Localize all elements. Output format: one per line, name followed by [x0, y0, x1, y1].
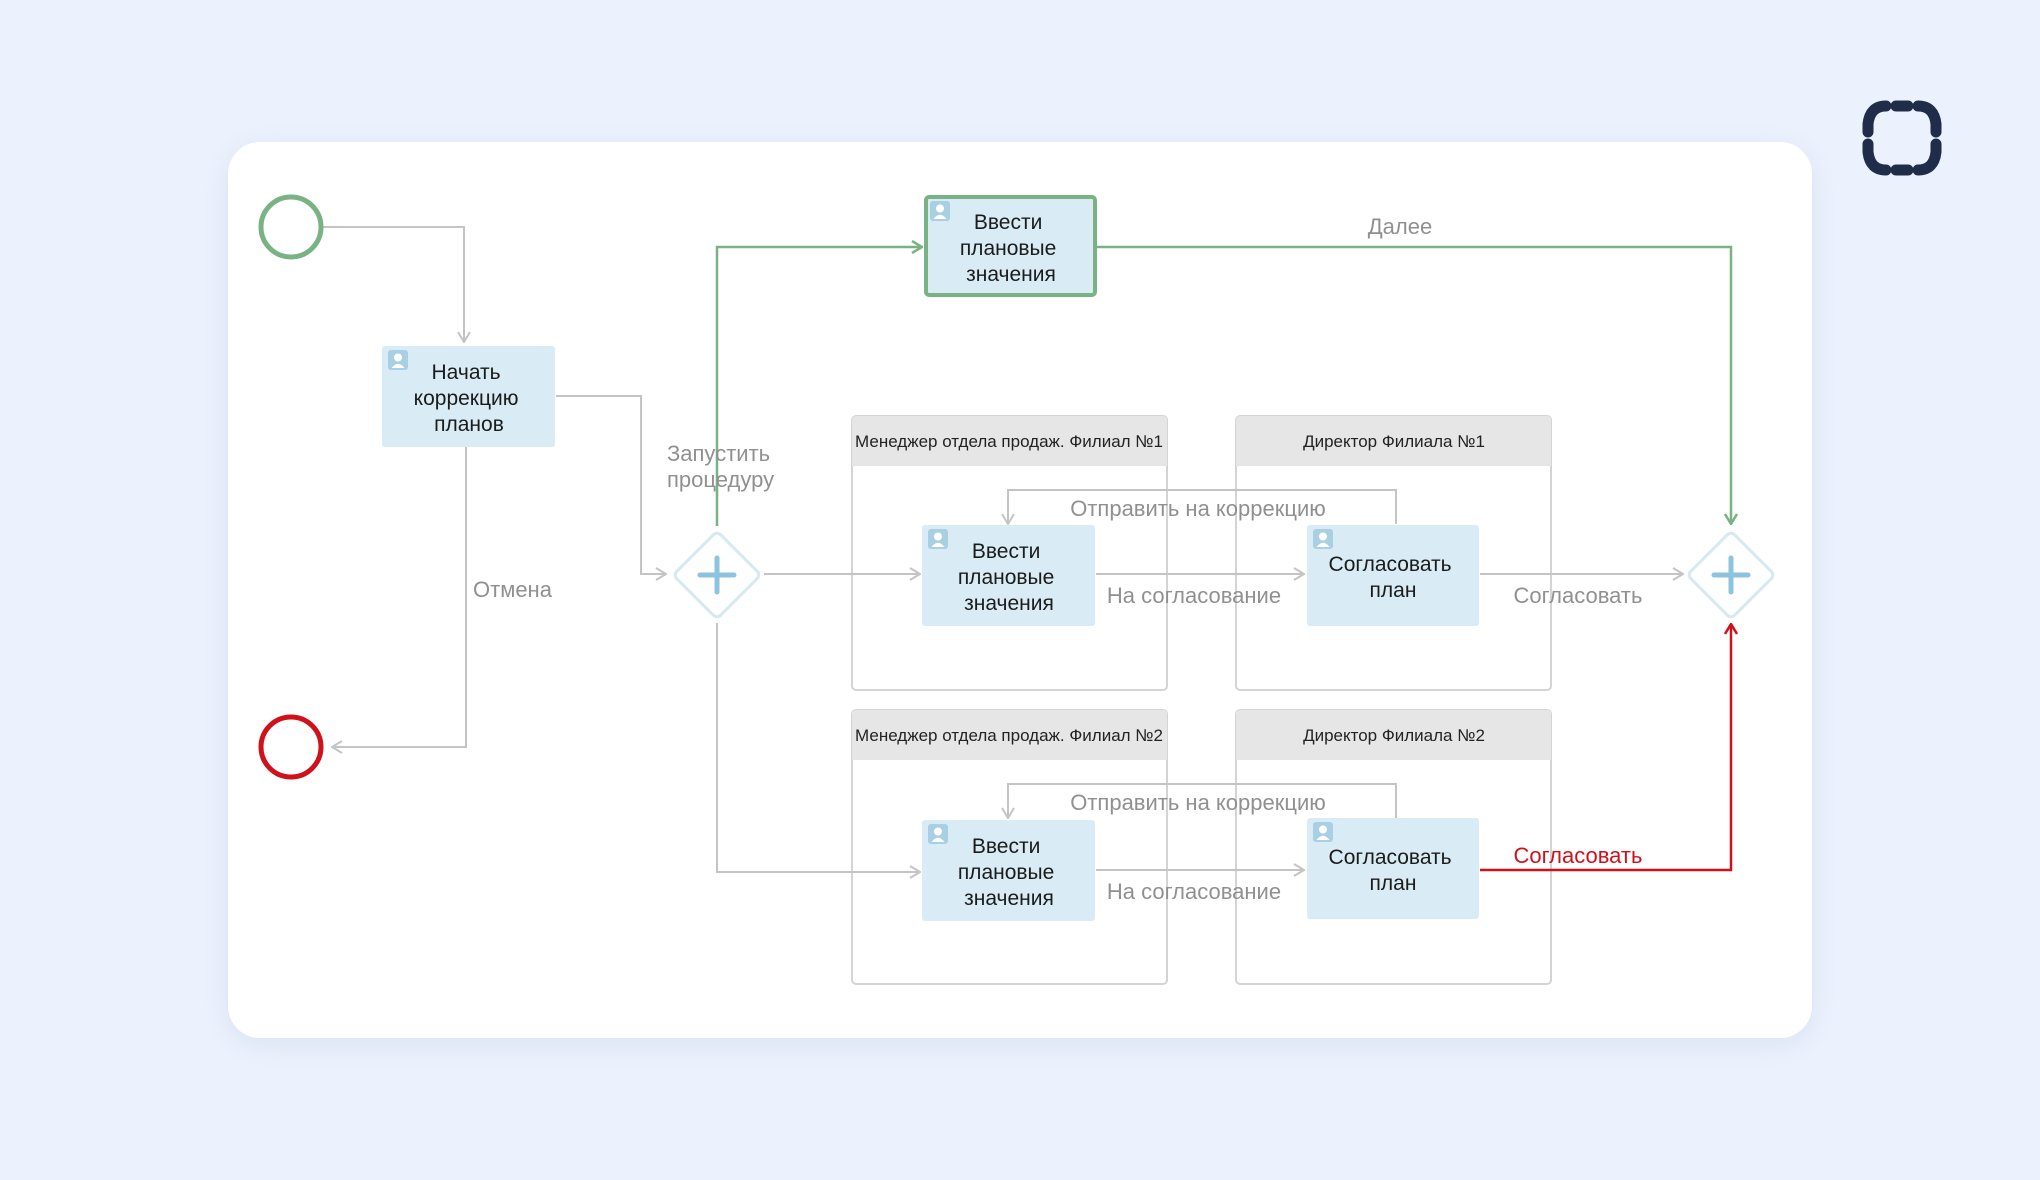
parallel-gateway-join[interactable]	[1687, 531, 1775, 619]
flow-label-send-back-2: Отправить на коррекцию	[1070, 790, 1326, 815]
lane-title: Директор Филиала №1	[1303, 432, 1485, 451]
flow-label-cancel: Отмена	[473, 577, 553, 602]
user-task-icon	[388, 350, 408, 370]
task-start-correction[interactable]: Начать коррекцию планов	[382, 346, 555, 447]
start-event[interactable]	[258, 194, 324, 260]
lane-title: Менеджер отдела продаж. Филиал №2	[855, 726, 1163, 745]
task-label: Начать коррекцию планов	[414, 361, 525, 436]
flow-approve-2[interactable]	[1480, 624, 1731, 872]
flow-start-to-task[interactable]	[322, 226, 464, 342]
task-label: Согласовать план	[1329, 846, 1458, 895]
user-task-icon	[1313, 529, 1333, 549]
end-event[interactable]	[258, 714, 324, 780]
task-enter-plan-branch2[interactable]: Ввести плановые значения	[922, 820, 1095, 921]
user-task-icon	[1313, 822, 1333, 842]
task-label: Согласовать план	[1329, 553, 1458, 602]
flow-cancel[interactable]	[332, 447, 467, 747]
user-task-icon	[928, 529, 948, 549]
parallel-gateway-split[interactable]	[673, 531, 761, 619]
flow-label-approve-2: Согласовать	[1514, 843, 1643, 868]
flow-label-to-approval-1: На согласование	[1107, 583, 1281, 608]
task-approve-branch1[interactable]: Согласовать план	[1307, 525, 1479, 626]
flow-label-to-approval-2: На согласование	[1107, 879, 1281, 904]
user-task-icon	[928, 824, 948, 844]
lane-title: Директор Филиала №2	[1303, 726, 1485, 745]
task-label: Ввести плановые значения	[960, 211, 1062, 286]
user-task-icon	[930, 201, 950, 221]
task-approve-branch2[interactable]: Согласовать план	[1307, 818, 1479, 919]
flow-gateway-to-branch2[interactable]	[716, 623, 920, 872]
task-label: Ввести плановые значения	[958, 540, 1060, 615]
task-label: Ввести плановые значения	[958, 835, 1060, 910]
flow-send-back-2[interactable]	[1008, 783, 1397, 818]
flow-label-send-back-1: Отправить на коррекцию	[1070, 496, 1326, 521]
task-enter-plan-top[interactable]: Ввести плановые значения	[924, 195, 1097, 297]
lane-title: Менеджер отдела продаж. Филиал №1	[855, 432, 1163, 451]
brand-logo-icon	[1862, 100, 1942, 176]
flow-label-approve-1: Согласовать	[1514, 583, 1643, 608]
flow-gateway-to-top-task[interactable]	[715, 247, 922, 526]
flow-task-to-gateway[interactable]	[556, 395, 666, 574]
flow-label-launch: Запустить процедуру	[667, 441, 776, 492]
flow-next[interactable]	[1096, 245, 1731, 524]
flow-send-back-1[interactable]	[1008, 489, 1397, 524]
task-enter-plan-branch1[interactable]: Ввести плановые значения	[922, 525, 1095, 626]
flow-label-next: Далее	[1368, 214, 1432, 239]
